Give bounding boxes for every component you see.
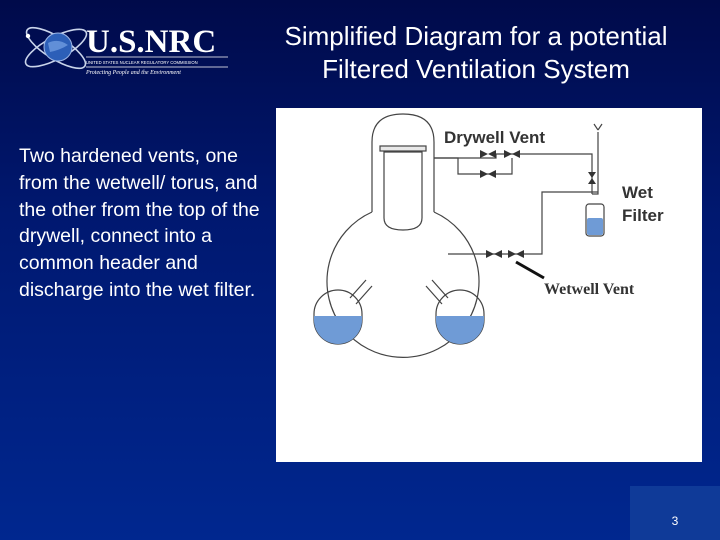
- slide-title: Simplified Diagram for a potential Filte…: [232, 20, 720, 86]
- label-wet: Wet: [622, 183, 653, 202]
- atom-globe-icon: [24, 26, 88, 70]
- torus-water-left: [314, 316, 362, 344]
- ventilation-diagram: Drywell Vent Wet Filter Wetwell Vent: [313, 113, 664, 358]
- logo-wordmark: U.S.NRC: [86, 24, 216, 60]
- nrc-logo: U.S.NRC UNITED STATES NUCLEAR REGULATORY…: [24, 24, 228, 76]
- wetwell-vent-pointer: [515, 260, 545, 280]
- drywell-vent-line: [434, 153, 593, 194]
- label-wetwell-vent: Wetwell Vent: [544, 281, 635, 298]
- vent-valves: [480, 150, 596, 258]
- title-line-1: Simplified Diagram for a potential: [284, 21, 668, 51]
- body-text: Two hardened vents, one from the wetwell…: [19, 145, 260, 301]
- diagram-panel: Drywell Vent Wet Filter Wetwell Vent: [276, 108, 702, 462]
- title-line-2: Filtered Ventilation System: [322, 54, 630, 84]
- filter-water: [587, 218, 603, 235]
- slide-number-box: 3: [630, 486, 720, 540]
- slide-number: 3: [671, 514, 679, 528]
- label-drywell-vent: Drywell Vent: [444, 128, 545, 147]
- torus-water-right: [436, 316, 484, 344]
- wet-filter: [585, 123, 605, 237]
- logo-agency-line: UNITED STATES NUCLEAR REGULATORY COMMISS…: [86, 60, 198, 65]
- label-filter: Filter: [622, 206, 664, 225]
- wetwell-vent-line: [448, 191, 598, 255]
- containment-vessel: [326, 113, 480, 358]
- logo-tagline: Protecting People and the Environment: [85, 70, 181, 76]
